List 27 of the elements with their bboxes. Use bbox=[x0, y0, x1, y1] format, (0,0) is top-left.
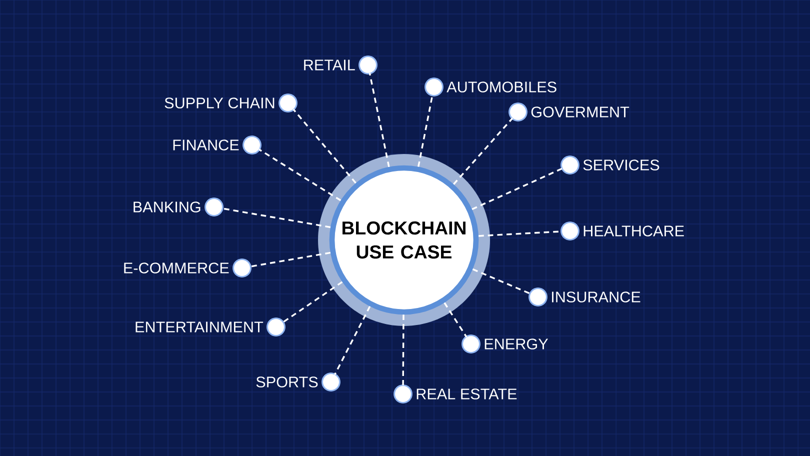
dashed-connector bbox=[250, 252, 331, 268]
dashed-connector bbox=[334, 306, 371, 376]
category-label: ENTERTAINMENT bbox=[136, 322, 264, 332]
dashed-connector bbox=[368, 72, 390, 168]
category-label: E-COMMERCE bbox=[124, 262, 229, 274]
category-label: AUTOMOBILES bbox=[446, 82, 556, 92]
category-label: SERVICES bbox=[583, 160, 660, 170]
dashed-connector bbox=[472, 268, 531, 295]
category-label: REAL ESTATE bbox=[416, 388, 517, 400]
dashed-connector bbox=[292, 108, 356, 184]
category-label: GOVERMENT bbox=[531, 106, 630, 118]
category-label: ENERGY bbox=[484, 338, 548, 350]
dashed-connector bbox=[472, 168, 563, 210]
dashed-connector bbox=[444, 302, 468, 338]
category-label: INSURANCE bbox=[552, 292, 640, 302]
dashed-connector bbox=[453, 118, 514, 185]
category-label: BANKING bbox=[134, 202, 200, 212]
category-label: FINANCE bbox=[173, 140, 239, 150]
dashed-connector bbox=[258, 148, 342, 202]
dashed-connector bbox=[418, 94, 434, 167]
dashed-connector bbox=[222, 208, 331, 228]
dashed-connector bbox=[402, 314, 404, 386]
category-label: SPORTS bbox=[256, 376, 318, 388]
category-label: SUPPLY CHAIN bbox=[164, 98, 274, 108]
category-label: HEALTHCARE bbox=[584, 226, 684, 236]
dashed-connector bbox=[282, 281, 343, 324]
category-label: RETAIL bbox=[304, 60, 355, 70]
